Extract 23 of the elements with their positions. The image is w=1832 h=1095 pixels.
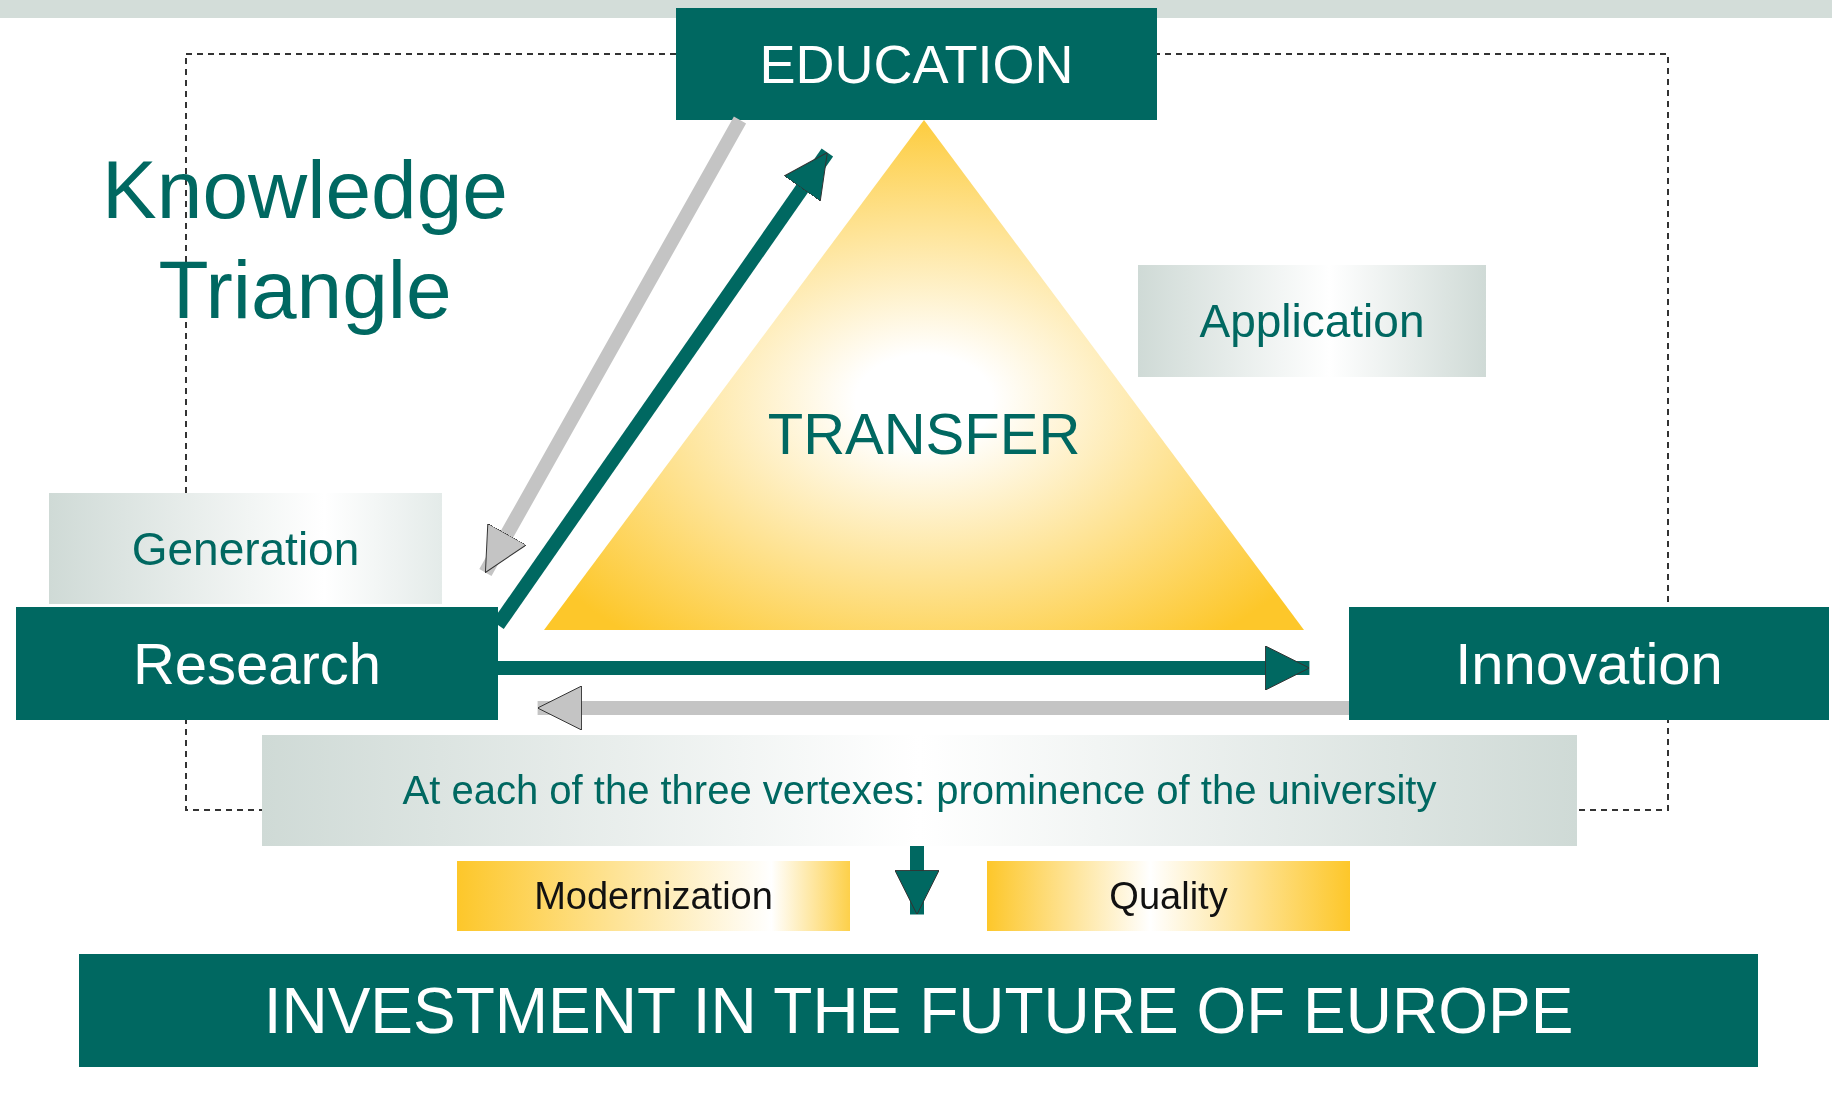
label-box bbox=[987, 861, 1350, 931]
label-box bbox=[457, 861, 850, 931]
diagram-title: Knowledge Triangle bbox=[101, 143, 509, 337]
arrow bbox=[479, 116, 747, 576]
node-text: TRANSFER bbox=[767, 400, 1081, 467]
node-text: Application bbox=[1199, 294, 1425, 348]
arrow bbox=[894, 846, 940, 915]
arrow bbox=[537, 685, 1349, 731]
node-text: EDUCATION bbox=[759, 33, 1074, 95]
node-text: INVESTMENT IN THE FUTURE OF EUROPE bbox=[263, 973, 1574, 1048]
label-box bbox=[49, 493, 442, 604]
node-text: Quality bbox=[1109, 874, 1228, 918]
label-box bbox=[1138, 265, 1486, 377]
heading-box bbox=[676, 8, 1157, 120]
node-text: Innovation bbox=[1455, 630, 1723, 697]
node-text: Modernization bbox=[534, 874, 773, 918]
node-text: Research bbox=[132, 630, 382, 697]
node-text: Generation bbox=[131, 521, 360, 576]
banner-box bbox=[79, 954, 1758, 1067]
vertex-box bbox=[16, 607, 498, 720]
node-text: At each of the three vertexes: prominence of the university bbox=[402, 768, 1437, 813]
statement-box bbox=[262, 735, 1577, 846]
vertex-box bbox=[1349, 607, 1829, 720]
